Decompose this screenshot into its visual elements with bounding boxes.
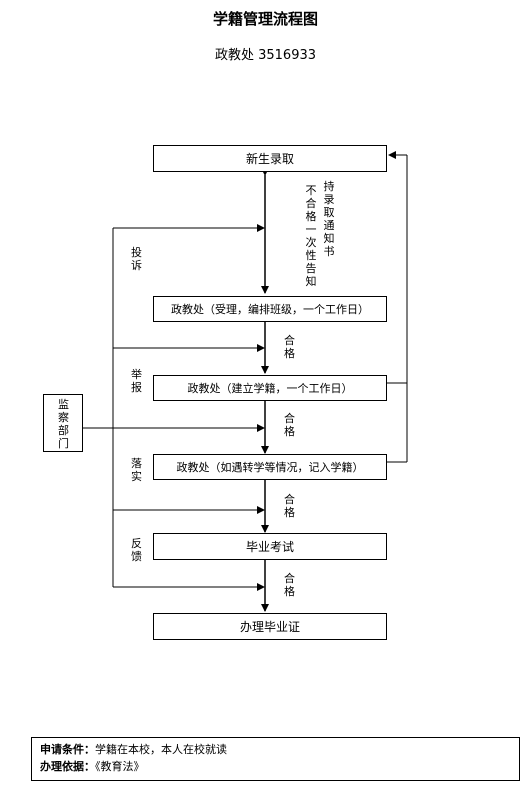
label-pass-1: 合格 [284,334,295,360]
condition-label: 申请条件： [40,743,95,756]
label-pass-2: 合格 [284,412,295,438]
node-step2: 政教处（建立学籍，一个工作日） [153,375,387,401]
label-report: 举报 [131,368,142,394]
node-supervisor: 监察部门 [43,394,83,452]
node-step1: 政教处（受理，编排班级，一个工作日） [153,296,387,322]
footer-basis: 办理依据：《教育法》 [40,758,511,775]
node-enroll: 新生录取 [153,145,387,172]
basis-label: 办理依据： [40,760,95,773]
label-complaint: 投诉 [131,246,142,272]
footer-condition: 申请条件：学籍在本校，本人在校就读 [40,741,511,758]
label-pass-3: 合格 [284,493,295,519]
node-exam: 毕业考试 [153,533,387,560]
node-certificate: 办理毕业证 [153,613,387,640]
label-fail-notice: 不合格一次性告知 [305,184,317,288]
basis-value: 《教育法》 [95,760,145,773]
label-feedback: 反馈 [131,537,142,563]
footer-info: 申请条件：学籍在本校，本人在校就读 办理依据：《教育法》 [31,737,520,781]
label-implement: 落实 [131,457,142,483]
label-pass-4: 合格 [284,572,295,598]
supervisor-label: 监察部门 [58,398,69,450]
page-subtitle: 政教处 3516933 [214,48,317,63]
condition-value: 学籍在本校，本人在校就读 [95,743,227,756]
node-step3: 政教处（如遇转学等情况，记入学籍） [153,454,387,480]
label-hold-notice: 持录取通知书 [323,180,335,258]
page-title: 学籍管理流程图 [212,10,318,28]
